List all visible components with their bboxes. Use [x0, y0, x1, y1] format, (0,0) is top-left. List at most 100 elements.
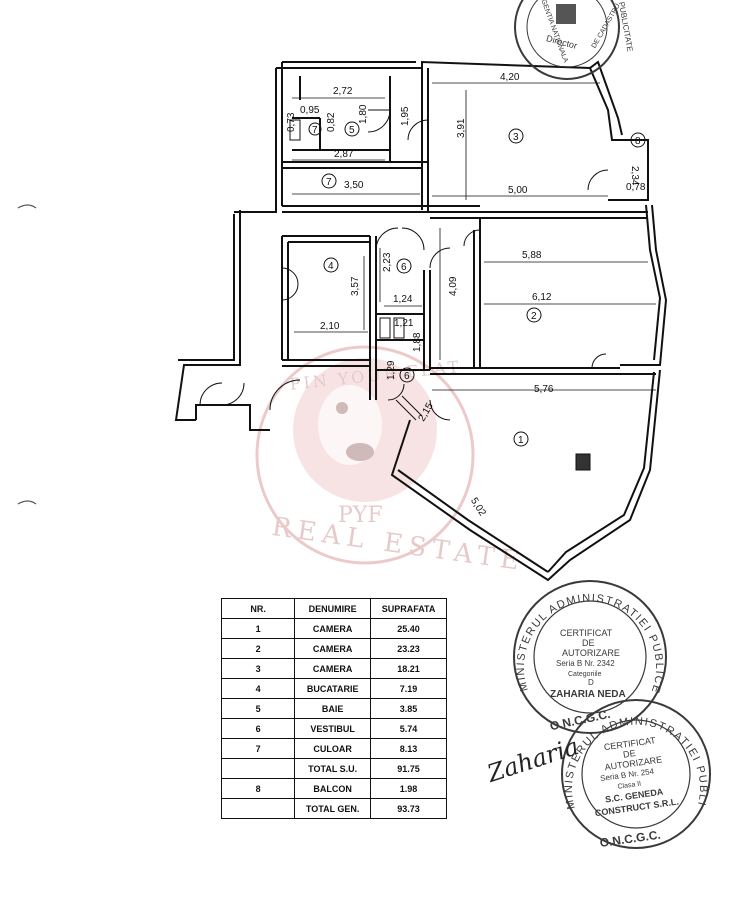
room-marker-6b: 6 — [399, 367, 415, 383]
dim-5-76: 5,76 — [534, 384, 554, 395]
dimension-lines — [292, 82, 656, 391]
stamp-1-line-0: CERTIFICAT — [560, 628, 613, 638]
cell-area: 25.40 — [370, 618, 447, 639]
stamp-1-line-1: DE — [582, 638, 595, 648]
stamp-1-line-2: AUTORIZARE — [562, 648, 620, 658]
cell-area: 8.13 — [370, 738, 447, 759]
cell-area: 18.21 — [370, 658, 447, 679]
cell-area: 93.73 — [370, 798, 447, 819]
dim-2-87: 2,87 — [334, 149, 354, 160]
dim-0-78: 0,78 — [626, 182, 646, 193]
svg-text:6: 6 — [401, 262, 407, 273]
table-row-total-gen: TOTAL GEN.93.73 — [220, 798, 447, 819]
dim-5-88: 5,88 — [522, 250, 542, 261]
svg-text:7: 7 — [326, 177, 332, 188]
dim-1-21: 1,21 — [394, 318, 414, 329]
stamp-1-line-6: ZAHARIA NEDA — [550, 689, 626, 700]
cell-nr: 5 — [220, 698, 296, 719]
dim-1-80: 1,80 — [358, 104, 369, 124]
cell-name: TOTAL S.U. — [294, 758, 372, 779]
room-marker-6: 6 — [396, 258, 412, 274]
svg-text:8: 8 — [635, 136, 641, 147]
dim-0-73: 0,73 — [286, 112, 297, 132]
dim-2-34: 2,34 — [629, 166, 640, 186]
cell-nr: 2 — [220, 638, 296, 659]
cell-name: CAMERA — [294, 618, 372, 639]
dim-0-82: 0,82 — [326, 112, 337, 132]
cell-nr — [220, 758, 296, 779]
dim-3-50: 3,50 — [344, 180, 364, 191]
dim-1-29: 1,29 — [386, 360, 397, 380]
cell-nr — [220, 798, 296, 819]
header-name: DENUMIRE — [294, 598, 372, 619]
svg-text:1: 1 — [518, 435, 524, 446]
cell-area: 91.75 — [370, 758, 447, 779]
room-marker-3: 3 — [508, 128, 524, 144]
stamp-authorization-1: MINISTERUL ADMINISTRATIEI PUBLICE O.N.C.… — [513, 580, 667, 734]
cell-nr: 1 — [220, 618, 296, 639]
svg-text:4: 4 — [328, 261, 334, 272]
dim-6-12: 6,12 — [532, 292, 552, 303]
room-markers: 1 2 3 4 5 6 6 7 7 8 — [308, 121, 646, 447]
cell-area: 3.85 — [370, 698, 447, 719]
watermark-brand: PYF — [338, 503, 383, 528]
dim-1-24: 1,24 — [393, 294, 413, 305]
stamp-1-line-5: D — [588, 678, 594, 687]
room-marker-7: 7 — [321, 173, 337, 189]
dim-1-88: 1,88 — [412, 332, 423, 352]
room-marker-5: 5 — [344, 121, 360, 137]
cell-name: BALCON — [294, 778, 372, 799]
header-area: SUPRAFATA — [370, 598, 447, 619]
dim-3-57: 3,57 — [350, 276, 361, 296]
room-marker-2: 2 — [526, 307, 542, 323]
scan-marks — [17, 204, 37, 505]
cell-area: 1.98 — [370, 778, 447, 799]
walls — [174, 60, 668, 582]
cell-area: 5.74 — [370, 718, 447, 739]
svg-text:5: 5 — [349, 125, 355, 136]
cell-area: 23.23 — [370, 638, 447, 659]
stamp-1-line-3: Seria B Nr. 2342 — [556, 659, 615, 668]
dim-0-95: 0,95 — [300, 105, 320, 116]
fixtures — [289, 119, 591, 471]
room-marker-8: 8 — [630, 132, 646, 148]
cell-area: 7.19 — [370, 678, 447, 699]
dim-4-09: 4,09 — [448, 276, 459, 296]
dim-4-20: 4,20 — [500, 72, 520, 83]
dim-2-72: 2,72 — [333, 86, 353, 97]
dim-2-23: 2,23 — [382, 252, 393, 272]
stamp-2-line-4: Clasa II — [617, 781, 642, 791]
cell-nr: 8 — [220, 778, 296, 799]
watermark-tagline: REAL ESTATE — [270, 512, 527, 577]
door-swings — [199, 109, 609, 421]
cell-name: BUCATARIE — [294, 678, 372, 699]
room-marker-4: 4 — [323, 257, 339, 273]
room-marker-1: 1 — [513, 431, 529, 447]
dim-5-00: 5,00 — [508, 185, 528, 196]
dim-1-95: 1,95 — [400, 106, 411, 126]
dim-3-91: 3,91 — [456, 118, 467, 138]
cell-nr: 7 — [220, 738, 296, 759]
cell-nr: 4 — [220, 678, 296, 699]
room-marker-7b: 7 — [308, 122, 322, 136]
cell-name: BAIE — [294, 698, 372, 719]
header-nr: NR. — [220, 598, 296, 619]
cell-name: VESTIBUL — [294, 718, 372, 739]
watermark: PYF REAL ESTATE PIN YOUR FLAT — [255, 345, 527, 577]
svg-text:6: 6 — [404, 371, 410, 382]
dim-5-02: 5,02 — [468, 496, 488, 519]
svg-text:3: 3 — [513, 132, 519, 143]
cell-name: CULOAR — [294, 738, 372, 759]
cell-nr: 3 — [220, 658, 296, 679]
svg-text:7: 7 — [312, 125, 318, 136]
stamp-2-line-1: DE — [622, 748, 636, 760]
